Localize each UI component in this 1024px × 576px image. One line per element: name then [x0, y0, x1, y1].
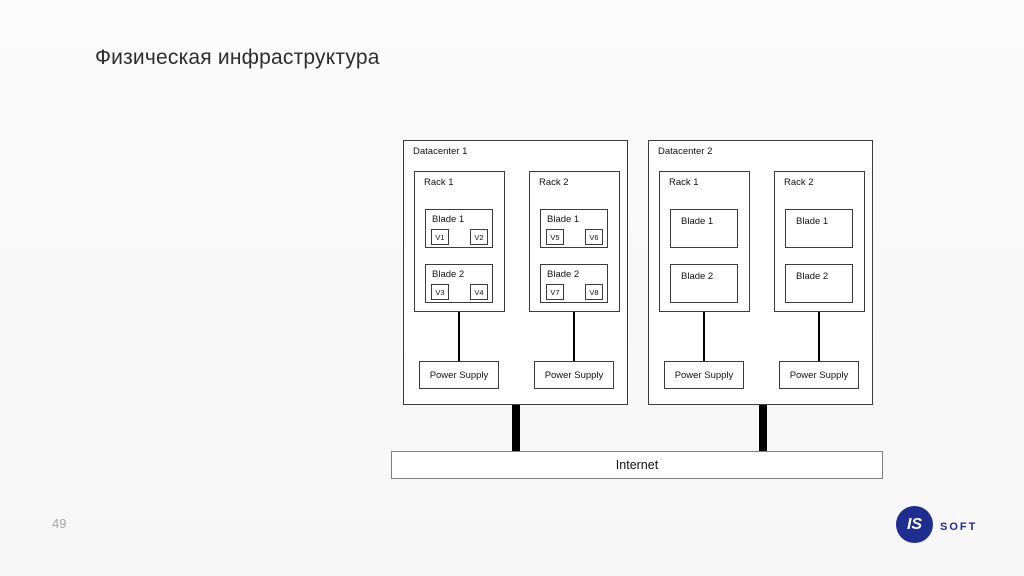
rack-label: Rack 1 [424, 177, 454, 188]
rack-box: Rack 2 Blade 1 V5 V6 Blade 2 V7 V8 [529, 171, 620, 312]
internet-box: Internet [391, 451, 883, 479]
blade-box: Blade 2 V7 V8 [540, 264, 608, 303]
vm-box: V1 [431, 229, 449, 245]
power-supply-box: Power Supply [419, 361, 499, 389]
blade-box: Blade 2 [670, 264, 738, 303]
blade-box: Blade 1 V1 V2 [425, 209, 493, 248]
rack-power-connector-line [818, 312, 820, 361]
rack-label: Rack 2 [784, 177, 814, 188]
blade-box: Blade 1 V5 V6 [540, 209, 608, 248]
blade-label: Blade 2 [681, 271, 714, 282]
vm-box: V5 [546, 229, 564, 245]
rack-label: Rack 1 [669, 177, 699, 188]
vm-box: V4 [470, 284, 488, 300]
rack-power-connector-line [458, 312, 460, 361]
issoft-logo: IS SOFT [896, 506, 1006, 546]
blade-box: Blade 1 [785, 209, 853, 248]
page-number: 49 [52, 516, 67, 531]
rack-box: Rack 1 Blade 1 V1 V2 Blade 2 V3 V4 [414, 171, 505, 312]
rack-box: Rack 1 Blade 1 Blade 2 [659, 171, 750, 312]
blade-label: Blade 1 [796, 216, 829, 227]
rack-box: Rack 2 Blade 1 Blade 2 [774, 171, 865, 312]
blade-label: Blade 1 [547, 214, 580, 225]
blade-label: Blade 2 [547, 269, 580, 280]
vm-box: V6 [585, 229, 603, 245]
datacenter-internet-trunk-line [759, 405, 767, 451]
rack-power-connector-line [703, 312, 705, 361]
vm-box: V7 [546, 284, 564, 300]
datacenter-2-box: Datacenter 2 Rack 1 Blade 1 Blade 2 Rack… [648, 140, 873, 405]
power-supply-box: Power Supply [779, 361, 859, 389]
page-title: Физическая инфраструктура [95, 46, 380, 69]
vm-box: V3 [431, 284, 449, 300]
datacenter-internet-trunk-line [512, 405, 520, 451]
datacenter-1-box: Datacenter 1 Rack 1 Blade 1 V1 V2 Blade … [403, 140, 628, 405]
blade-label: Blade 1 [432, 214, 465, 225]
datacenter-label: Datacenter 2 [658, 146, 713, 157]
blade-label: Blade 2 [796, 271, 829, 282]
blade-label: Blade 2 [432, 269, 465, 280]
blade-box: Blade 2 V3 V4 [425, 264, 493, 303]
rack-power-connector-line [573, 312, 575, 361]
rack-label: Rack 2 [539, 177, 569, 188]
blade-label: Blade 1 [681, 216, 714, 227]
issoft-logo-brand-text: SOFT [940, 521, 978, 533]
blade-box: Blade 1 [670, 209, 738, 248]
datacenter-label: Datacenter 1 [413, 146, 468, 157]
issoft-logo-circle-icon: IS [896, 506, 933, 543]
blade-box: Blade 2 [785, 264, 853, 303]
power-supply-box: Power Supply [534, 361, 614, 389]
vm-box: V8 [585, 284, 603, 300]
power-supply-box: Power Supply [664, 361, 744, 389]
vm-box: V2 [470, 229, 488, 245]
